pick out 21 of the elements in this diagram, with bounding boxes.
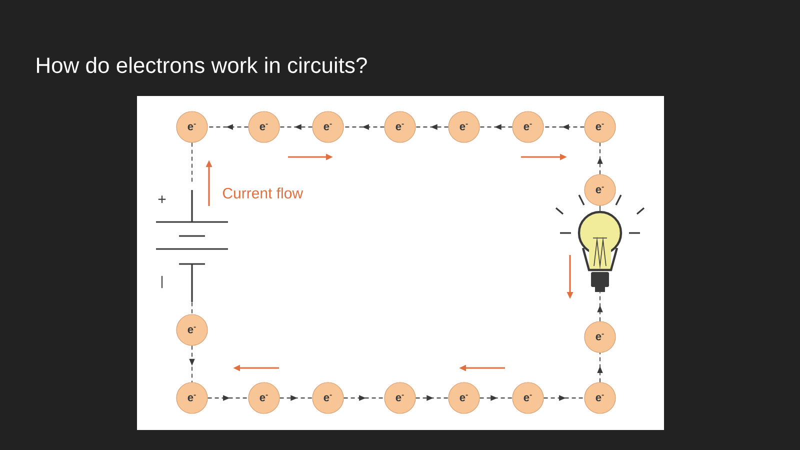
connector-arrow <box>279 395 313 401</box>
connector-arrow <box>415 124 449 130</box>
connector-arrow <box>479 395 513 401</box>
connector-arrow <box>279 124 313 130</box>
slide-title: How do electrons work in circuits? <box>37 56 367 74</box>
connector-arrow <box>479 124 513 130</box>
connector-arrow <box>597 142 603 175</box>
connector-arrow <box>189 345 195 383</box>
minus-sign: | <box>161 276 163 288</box>
light-bulb-drawing <box>555 194 645 292</box>
connector-arrow <box>343 124 385 130</box>
connector-arrow <box>207 395 249 401</box>
connector-arrow <box>415 395 449 401</box>
plus-sign: + <box>158 196 166 204</box>
connector-arrow <box>343 395 385 401</box>
label-text: Current flow <box>222 188 304 198</box>
connector-arrow <box>597 352 603 383</box>
connector-arrow <box>543 395 585 401</box>
connector-arrow <box>207 124 249 130</box>
connector-arrow <box>543 124 585 130</box>
connector-arrow <box>597 292 603 322</box>
